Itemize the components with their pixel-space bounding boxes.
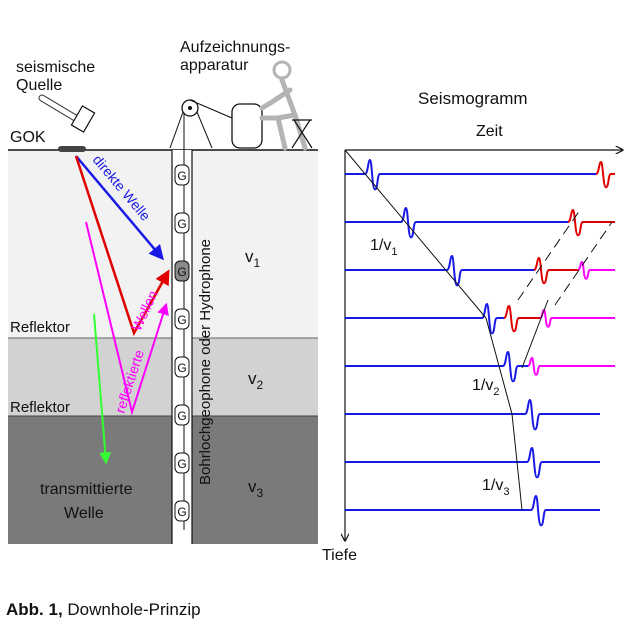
winch-assembly bbox=[169, 60, 313, 151]
geophone-label: G bbox=[177, 169, 186, 183]
geophone-icon: G bbox=[174, 212, 190, 234]
seismogram-trace bbox=[345, 494, 600, 527]
direct-wave-ray bbox=[75, 155, 164, 261]
borehole: G G G G G G G G bbox=[171, 112, 193, 544]
geophone-icon: G bbox=[174, 308, 190, 330]
reflected-arrival bbox=[567, 208, 615, 237]
reflected-arrival bbox=[595, 160, 615, 189]
geophone-string: G G G G G G G G bbox=[174, 164, 190, 522]
slope-label-3: 1/v3 bbox=[482, 477, 509, 498]
seismogram-trace bbox=[345, 398, 600, 431]
slope-label-1: 1/v1 bbox=[370, 237, 397, 258]
reflector-label-1: Reflektor bbox=[10, 319, 70, 336]
geophone-label: G bbox=[177, 265, 186, 279]
geophone-icon: G bbox=[174, 164, 190, 186]
layer-3 bbox=[8, 416, 318, 544]
geophone-label: G bbox=[177, 457, 186, 471]
recorder-box-icon bbox=[231, 103, 263, 149]
layer-2 bbox=[8, 338, 318, 416]
reflector-label-2: Reflektor bbox=[10, 399, 70, 416]
moveout-lines bbox=[344, 149, 613, 511]
reflected-arrival-2 bbox=[527, 356, 615, 376]
reflected-arrival-2 bbox=[539, 308, 615, 328]
geophone-label: G bbox=[177, 409, 186, 423]
geophone-label: G bbox=[177, 361, 186, 375]
seismogram-trace bbox=[345, 254, 534, 287]
recorder-label-line1: Aufzeichnungs- bbox=[180, 39, 290, 56]
transmitted-label-line2: Welle bbox=[64, 505, 104, 522]
time-axis-label: Zeit bbox=[476, 123, 503, 140]
velocity-v1: v1 bbox=[245, 247, 261, 270]
velocity-v2: v2 bbox=[248, 369, 264, 392]
reflection-moveout-2 bbox=[554, 221, 613, 306]
caption-text: Downhole-Prinzip bbox=[62, 600, 201, 619]
seismogram: Seismogramm Zeit Tiefe 1/v1 1/v2 1/v3 bbox=[322, 89, 622, 564]
seismic-source-icon bbox=[38, 94, 96, 152]
borehole-vertical-label: Bohrlochgeophone oder Hydrophone bbox=[197, 239, 214, 485]
first-arrival-moveout bbox=[344, 149, 523, 511]
velocity-v3: v3 bbox=[248, 477, 264, 500]
caption-prefix: Abb. 1, bbox=[6, 600, 63, 619]
layer-1 bbox=[8, 150, 318, 338]
seismogram-title: Seismogramm bbox=[418, 89, 528, 108]
gok-label: GOK bbox=[10, 129, 46, 146]
ray-paths bbox=[74, 155, 170, 465]
slope-label-2: 1/v2 bbox=[472, 377, 499, 398]
source-label-line2: Quelle bbox=[16, 77, 62, 94]
layer-group bbox=[8, 149, 318, 544]
geophone-icon: G bbox=[174, 260, 190, 282]
geophone-icon: G bbox=[174, 500, 190, 522]
geophone-icon: G bbox=[174, 356, 190, 378]
seismogram-trace bbox=[345, 206, 568, 239]
transmitted-wave-ray bbox=[93, 313, 112, 465]
geophone-icon: G bbox=[174, 404, 190, 426]
geophone-icon: G bbox=[174, 452, 190, 474]
geophone-label: G bbox=[177, 505, 186, 519]
seismogram-trace bbox=[345, 446, 600, 479]
seismogram-trace bbox=[345, 158, 596, 191]
reflected-arrival-2 bbox=[577, 260, 615, 280]
source-label-line1: seismische bbox=[16, 59, 95, 76]
reflected-wave-ray-2 bbox=[85, 221, 169, 416]
reflected-wave-ray-1 bbox=[74, 155, 170, 337]
seismogram-trace bbox=[345, 302, 504, 335]
reflection-moveout-1 bbox=[517, 209, 581, 301]
geophone-label: G bbox=[177, 313, 186, 327]
seismogram-trace bbox=[345, 350, 528, 383]
transmitted-label-line1: transmittierte bbox=[40, 481, 133, 498]
reflection-moveout-3 bbox=[521, 299, 549, 369]
depth-axis-label: Tiefe bbox=[322, 547, 357, 564]
reflected-arrival bbox=[533, 256, 578, 285]
geophone-label: G bbox=[177, 217, 186, 231]
recorder-label-line2: apparatur bbox=[180, 57, 249, 74]
operator-icon bbox=[259, 60, 308, 151]
figure-caption: Abb. 1, Downhole-Prinzip bbox=[6, 600, 201, 620]
reflected-arrival bbox=[503, 304, 540, 333]
trace-group bbox=[345, 158, 615, 527]
stool-icon bbox=[291, 119, 313, 149]
